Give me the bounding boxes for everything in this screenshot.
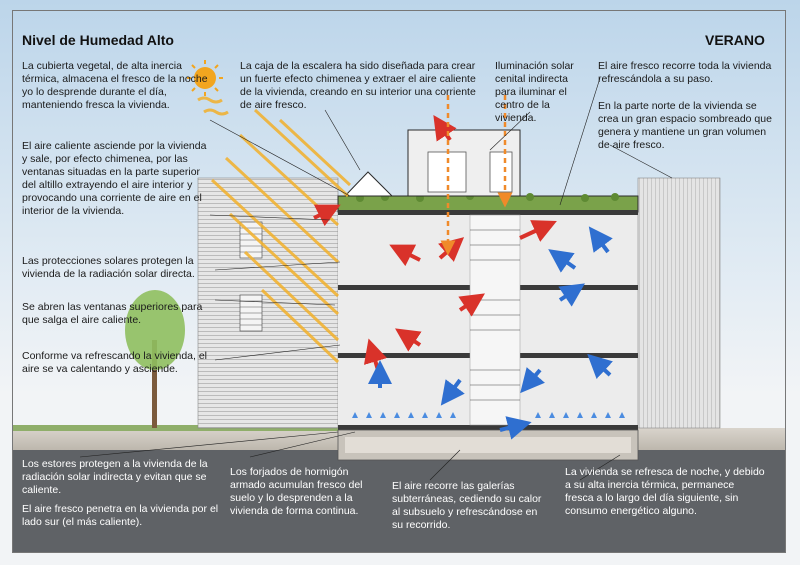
note-blinds: Los estores protegen a la vivienda de la… [22, 458, 208, 496]
light-arrows [440, 95, 513, 256]
callout-north-shaded-space: En la parte norte de la vivienda se crea… [598, 100, 772, 151]
title-right: VERANO [705, 32, 765, 48]
right-north-facade [637, 177, 721, 429]
callout-upper-windows: Se abren las ventanas superiores para qu… [22, 301, 203, 326]
bottom-info-band [12, 447, 786, 553]
note-south-intake: El aire fresco penetra en la vivienda po… [22, 503, 219, 528]
callout-chimney-effect: El aire caliente asciende por la viviend… [22, 140, 207, 217]
callout-stair-box: La caja de la escalera ha sido diseñada … [240, 60, 476, 111]
cool-air-arrows [368, 226, 613, 440]
frame-border [12, 10, 786, 553]
cool-air-small-arrows [352, 412, 625, 418]
solar-radiation-lines [197, 96, 352, 364]
skylight [343, 171, 394, 197]
callout-green-roof: La cubierta vegetal, de alta inercia tér… [22, 60, 208, 111]
title-left: Nivel de Humedad Alto [22, 32, 174, 48]
callout-cool-air-flow: El aire fresco recorre toda la vivienda … [598, 60, 772, 85]
callout-zenithal-light: Iluminación solar cenital indirecta para… [495, 60, 574, 124]
sun-drawing [187, 60, 223, 96]
grass-strip [12, 425, 342, 431]
stair-core [469, 214, 521, 426]
callout-air-warming: Conforme va refrescando la vivienda, el … [22, 350, 208, 375]
note-concrete-slabs: Los forjados de hormigón armado acumulan… [230, 466, 363, 517]
leader-lines [79, 77, 673, 481]
note-underground-galleries: El aire recorre las galerías subterránea… [392, 480, 542, 531]
tree-drawing [125, 290, 185, 428]
note-night-cooling: La vivienda se refresca de noche, y debi… [565, 466, 765, 517]
callout-solar-protection: Las protecciones solares protegen la viv… [22, 255, 195, 280]
